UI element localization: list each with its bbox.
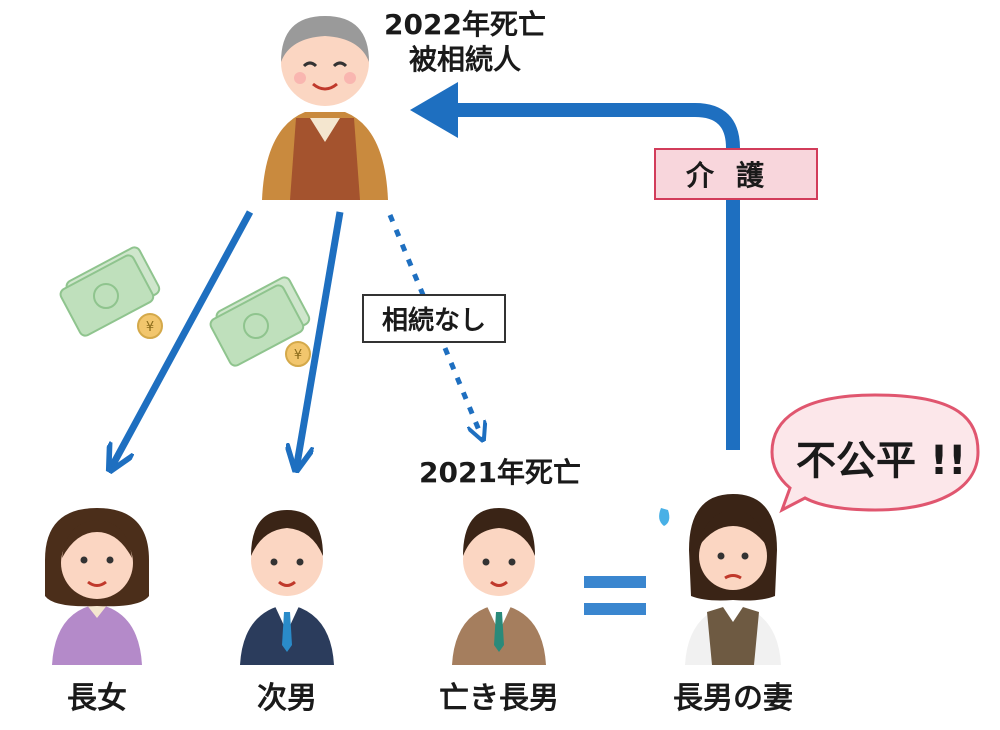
equals-sign-icon xyxy=(584,576,646,615)
money-icon xyxy=(59,246,161,337)
care-arrowhead xyxy=(410,82,458,138)
person-label-eldest-daughter: 長女 xyxy=(67,681,127,716)
eldest-daughter-figure xyxy=(45,508,149,665)
person-label-second-son: 次男 xyxy=(257,681,317,716)
eldest-son-death-year: 2021年死亡 xyxy=(419,456,581,489)
person-label-eldest-sons-wife: 長男の妻 xyxy=(673,681,793,716)
sweat-drop-icon xyxy=(659,508,670,526)
deceased-death-year: 2022年死亡 xyxy=(384,8,546,41)
deceased-grandfather-figure xyxy=(262,16,388,200)
yen-coin-icon: ¥ xyxy=(137,313,163,339)
svg-text:¥: ¥ xyxy=(294,348,302,363)
person-label-late-eldest-son: 亡き長男 xyxy=(439,681,559,716)
unfair-exclamation-text: 不公平 !! xyxy=(796,438,967,484)
late-eldest-son-figure xyxy=(452,508,546,665)
yen-coin-icon: ¥ xyxy=(285,341,311,367)
inheritance-arrow-second-son xyxy=(296,211,344,470)
care-label-box: 介護 xyxy=(654,148,819,200)
deceased-role-label: 被相続人 xyxy=(408,43,522,76)
inheritance-arrow-eldest-daughter xyxy=(110,210,254,470)
eldest-sons-wife-figure xyxy=(685,494,781,665)
money-icon xyxy=(209,276,311,367)
second-son-figure xyxy=(240,510,334,665)
unfair-speech-bubble xyxy=(770,393,980,514)
care-arrow xyxy=(445,103,740,450)
no-inheritance-label: 相続なし xyxy=(362,294,507,343)
svg-text:¥: ¥ xyxy=(146,320,154,335)
